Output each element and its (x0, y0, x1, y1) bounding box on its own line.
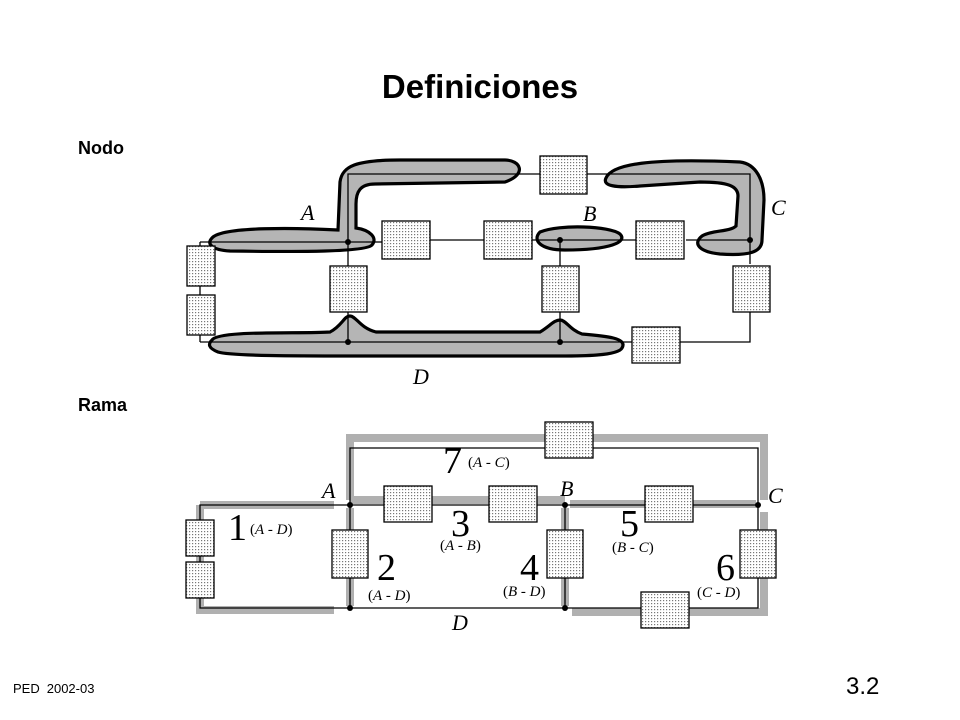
component-box (331, 529, 369, 579)
junction-dot (747, 237, 753, 243)
component-box (644, 485, 694, 523)
rama-node-label-b: B (560, 476, 573, 501)
branch-7-number: 7 (443, 440, 462, 482)
branch-4-nodes: (B - D) (503, 584, 546, 600)
branch-1-number: 1 (228, 507, 247, 549)
page-number: 3.2 (846, 673, 880, 700)
junction-dot (562, 605, 568, 611)
node-c-region (603, 159, 766, 257)
rama-node-label-d: D (451, 610, 468, 635)
branch-3-number: 3 (451, 503, 470, 545)
component-box (635, 220, 685, 260)
component-box (732, 265, 771, 313)
footer-course: PED (13, 681, 40, 696)
branch-5-number: 5 (620, 503, 639, 545)
component-box (541, 265, 580, 313)
component-box (329, 265, 368, 313)
junction-dot (347, 502, 353, 508)
rama-node-label-a: A (320, 478, 336, 503)
branch-7-nodes: (A - C) (468, 455, 510, 471)
component-box (546, 529, 584, 579)
nodo-heading: Nodo (78, 138, 124, 158)
junction-dot (755, 502, 761, 508)
branch-1-highlight (196, 505, 334, 614)
branch-1-nodes: (A - D) (250, 522, 293, 538)
node-label-c: C (771, 195, 786, 220)
component-box (739, 529, 777, 579)
component-box (640, 591, 690, 629)
node-label-b: B (583, 201, 596, 226)
component-box (186, 294, 216, 336)
footer: PED 2002-03 (13, 681, 101, 696)
branch-5-nodes: (B - C) (612, 540, 654, 556)
component-box (381, 220, 431, 260)
junction-dot (345, 239, 351, 245)
component-box (185, 519, 215, 557)
branch-4-number: 4 (520, 547, 539, 589)
node-a-region (208, 158, 521, 254)
component-box (539, 155, 588, 195)
component-box (186, 245, 216, 287)
component-box (483, 220, 533, 260)
junction-dot (557, 237, 563, 243)
footer-year: 2002-03 (46, 681, 95, 696)
junction-dot (557, 339, 563, 345)
rama-diagram: A B C D 1 (A - D) 2 (A - D) 3 (A - B) 4 … (185, 421, 783, 635)
component-box (185, 561, 215, 599)
component-box (544, 421, 594, 459)
node-b-region (535, 225, 624, 252)
node-d-region (207, 314, 625, 358)
rama-node-label-c: C (768, 483, 783, 508)
junction-dot (562, 502, 568, 508)
nodo-diagram: A B C D (186, 155, 786, 389)
branch-6-nodes: (C - D) (697, 585, 740, 601)
component-box (488, 485, 538, 523)
branch-2-number: 2 (377, 547, 396, 589)
component-box (383, 485, 433, 523)
slide-title: Definiciones (381, 68, 579, 105)
node-label-d: D (412, 364, 429, 389)
rama-heading: Rama (78, 395, 128, 415)
branch-3-nodes: (A - B) (440, 538, 481, 554)
junction-dot (347, 605, 353, 611)
branch-2-nodes: (A - D) (368, 588, 411, 604)
branch-6-number: 6 (716, 547, 735, 589)
junction-dot (345, 339, 351, 345)
node-label-a: A (299, 200, 315, 225)
component-box (631, 326, 681, 364)
